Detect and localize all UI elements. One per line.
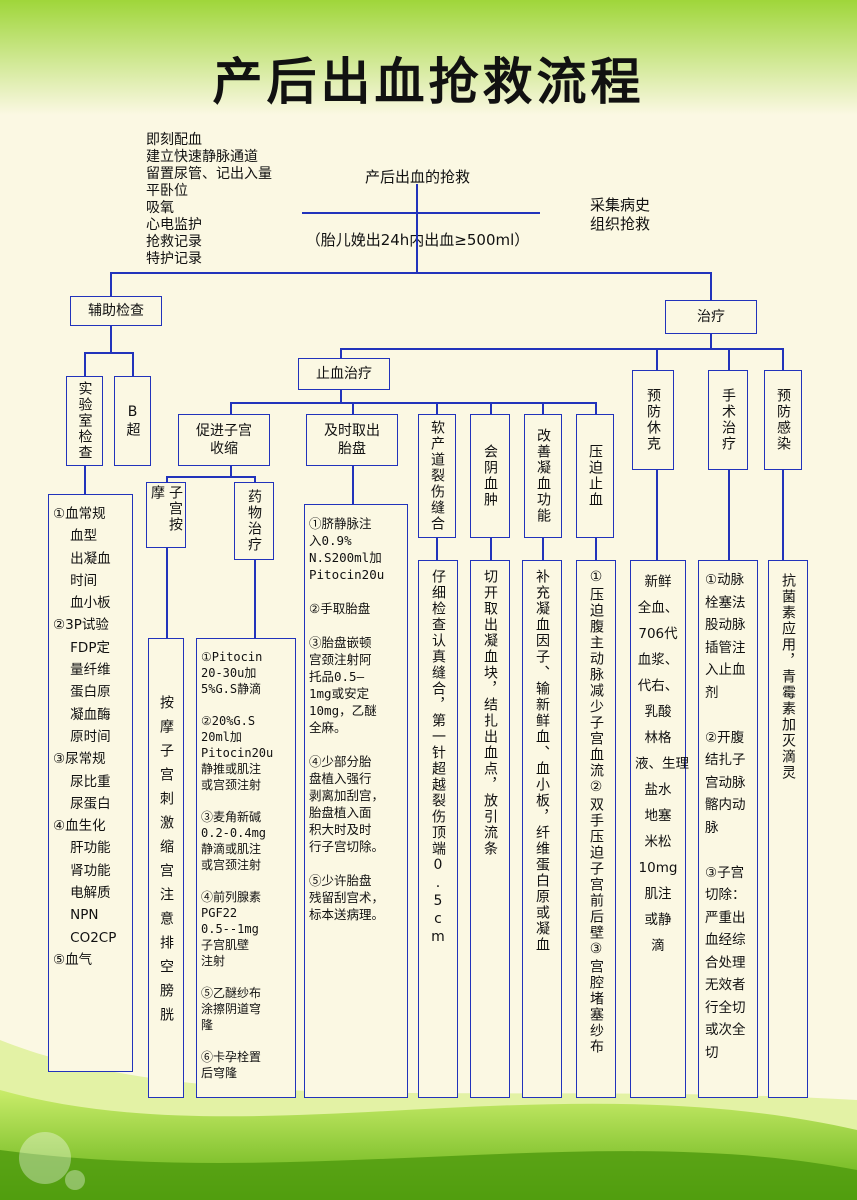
placenta-removal-node: 及时取出 胎盘 <box>306 414 398 466</box>
uterine-contraction-node: 促进子宫 收缩 <box>178 414 270 466</box>
lab-exam-items: ①血常规 血型 出凝血 时间 血小板 ②3P试验 FDP定 量纤维 蛋白原 凝血… <box>48 494 133 1072</box>
root-title: 产后出血的抢救 <box>364 168 470 186</box>
lab-exam-node: 实验室检查 <box>66 376 103 466</box>
massage-detail: 按摩子宫刺激缩宫注意排空膀胱 <box>148 638 184 1098</box>
uterine-massage-node: 子宫按摩 <box>146 482 186 548</box>
aux-exam-node: 辅助检查 <box>70 296 162 326</box>
ultrasound-node: B超 <box>114 376 151 466</box>
surgery-node: 手术治疗 <box>708 370 748 470</box>
suture-detail: 仔细检查认真缝合，第一针超越裂伤顶端0.5cm <box>418 560 458 1098</box>
coagulation-detail: 补充凝血因子、输新鲜血、血小板，纤维蛋白原或凝血 <box>522 560 562 1098</box>
drug-therapy-detail: ①Pitocin 20-30u加 5%G.S静滴 ②20%G.S 20ml加 P… <box>196 638 296 1098</box>
treatment-node: 治疗 <box>665 300 757 334</box>
shock-prevention-detail: 新鲜 全血、 706代 血浆、 代右、 乳酸 林格 液、生理 盐水 地塞 米松 … <box>630 560 689 1098</box>
infection-prevention-node: 预防感染 <box>764 370 802 470</box>
emergency-measures: 即刻配血 建立快速静脉通道 留置尿管、记出入量 平卧位 吸氧 心电监护 抢救记录… <box>146 132 272 267</box>
drug-therapy-node: 药物治疗 <box>234 482 274 560</box>
history-note: 采集病史 组织抢救 <box>590 196 651 233</box>
compression-detail: ①压迫腹主动脉减少子宫血流②双手压迫子宫前后壁③宫腔堵塞纱布 <box>576 560 616 1098</box>
coagulation-node: 改善凝血功能 <box>524 414 562 538</box>
compression-node: 压迫止血 <box>576 414 614 538</box>
shock-prevention-node: 预防休克 <box>632 370 674 470</box>
infection-prevention-detail: 抗菌素应用，青霉素加灭滴灵 <box>768 560 808 1098</box>
laceration-suture-node: 软产道裂伤缝合 <box>418 414 456 538</box>
hemostasis-node: 止血治疗 <box>298 358 390 390</box>
placenta-removal-detail: ①脐静脉注 入0.9% N.S200ml加 Pitocin20u ②手取胎盘 ③… <box>304 504 408 1098</box>
page-title: 产后出血抢救流程 <box>212 52 645 111</box>
surgery-detail: ①动脉 栓塞法 股动脉 插管注 入止血 剂 ②开腹 结扎子 宫动脉 髂内动 脉 … <box>698 560 758 1098</box>
perineal-hematoma-node: 会阴血肿 <box>470 414 510 538</box>
hematoma-detail: 切开取出凝血块，结扎出血点，放引流条 <box>470 560 510 1098</box>
